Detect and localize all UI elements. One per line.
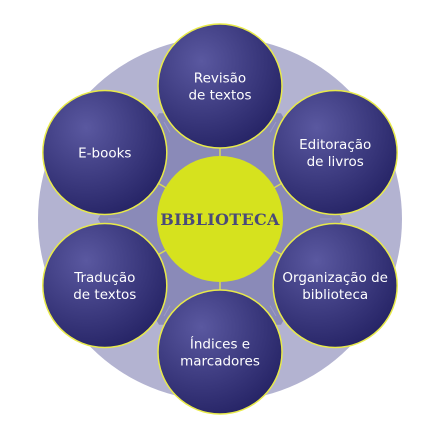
center-label: BIBLIOTECA xyxy=(160,210,280,229)
node-label-organizacao: biblioteca xyxy=(302,287,368,303)
node-circle-traducao xyxy=(42,222,168,349)
node-label-organizacao: Organização de xyxy=(282,270,388,286)
gap-connector xyxy=(269,121,277,133)
node-label-ebooks: E-books xyxy=(78,146,131,162)
node-label-revisao: Revisão xyxy=(194,71,246,87)
node-circle-editoracao xyxy=(272,89,398,216)
node-circle-indices xyxy=(157,289,283,415)
gap-connector xyxy=(163,121,171,133)
gap-connector xyxy=(163,305,171,317)
node-label-indices: Índices e xyxy=(190,336,250,353)
node-circle-revisao xyxy=(157,23,283,149)
node-circle-ebooks xyxy=(42,89,168,216)
node-label-traducao: Tradução xyxy=(73,270,135,286)
node-label-indices: marcadores xyxy=(180,354,260,370)
center-node: BIBLIOTECA xyxy=(157,156,283,282)
node-label-editoracao: de livros xyxy=(307,154,364,170)
node-ebooks: E-books xyxy=(42,89,168,216)
node-label-traducao: de textos xyxy=(73,287,136,303)
gap-connector xyxy=(269,305,277,317)
center-circle xyxy=(157,156,283,282)
node-label-editoracao: Editoração xyxy=(299,137,371,153)
node-label-revisao: de textos xyxy=(188,88,251,104)
node-circle-organizacao xyxy=(272,222,398,349)
